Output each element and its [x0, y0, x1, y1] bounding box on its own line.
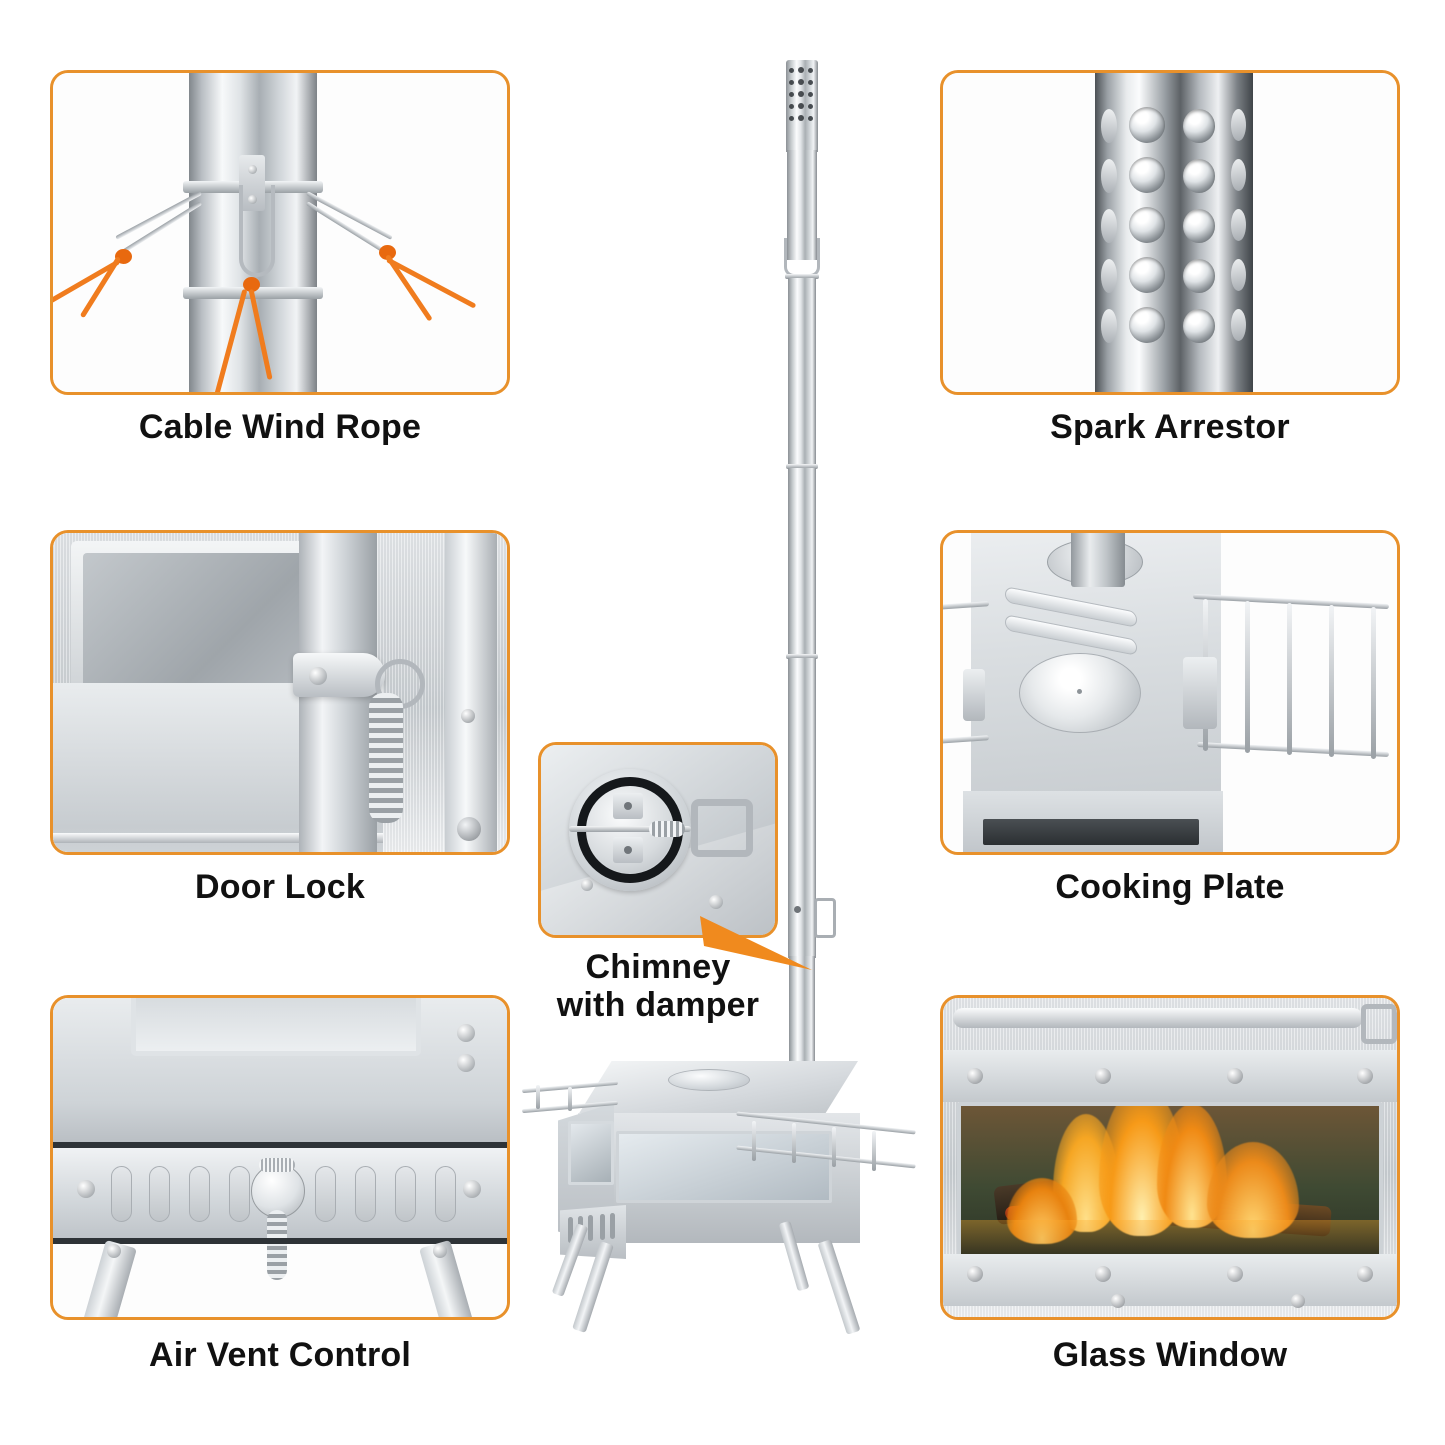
cooking-plate-image: [943, 533, 1397, 852]
glass-pane-with-fire: [957, 1102, 1383, 1258]
callout-panel-glass-window: [940, 995, 1400, 1320]
spark-arrestor-image: [943, 73, 1397, 392]
air-vent-control-image: [53, 998, 507, 1317]
stove-leg-front-right: [817, 1239, 861, 1335]
callout-panel-cooking-plate: [940, 530, 1400, 855]
callout-panel-spark-arrestor: [940, 70, 1400, 395]
glass-window-image: [943, 998, 1397, 1317]
caption-spark-arrestor: Spark Arrestor: [1050, 408, 1290, 446]
air-vent-pull-chain[interactable]: [267, 1210, 287, 1280]
damper-pull-handle[interactable]: [691, 799, 753, 857]
caption-cable-wind-rope: Cable Wind Rope: [138, 408, 422, 446]
stove-front-glass-window: [616, 1131, 832, 1203]
product-chimney: [780, 60, 836, 1070]
stove-end-door-glass: [568, 1121, 614, 1185]
damper-pivot-screw: [794, 906, 801, 913]
stove-left-shelf: [522, 1080, 618, 1114]
damper-spring: [649, 821, 685, 837]
caption-air-vent-control: Air Vent Control: [149, 1336, 411, 1374]
arrestor-hole-grid: [786, 66, 818, 138]
caption-glass-window: Glass Window: [1052, 1336, 1288, 1374]
stove-door-handle-bar: [953, 1008, 1363, 1028]
stove-top-hob: [668, 1069, 750, 1091]
caption-chimney-with-damper: Chimney with damper: [556, 948, 760, 1025]
caption-door-lock: Door Lock: [195, 868, 365, 906]
chimney-damper-image: [541, 745, 775, 935]
cooking-plate-side-rack: [1193, 593, 1393, 761]
damper-rod: [569, 826, 691, 832]
caption-cooking-plate: Cooking Plate: [1055, 868, 1285, 906]
callout-panel-chimney-with-damper: [538, 742, 778, 938]
door-lock-image: [53, 533, 507, 852]
stove-right-shelf: [736, 1111, 916, 1171]
callout-panel-cable-wind-rope: [50, 70, 510, 395]
product-stove-body: [522, 1055, 920, 1335]
callout-panel-door-lock: [50, 530, 510, 855]
cable-wind-rope-image: [53, 73, 507, 392]
chimney-damper-handle[interactable]: [814, 898, 836, 938]
chimney-callout-pointer: [700, 916, 812, 970]
callout-panel-air-vent-control: [50, 995, 510, 1320]
